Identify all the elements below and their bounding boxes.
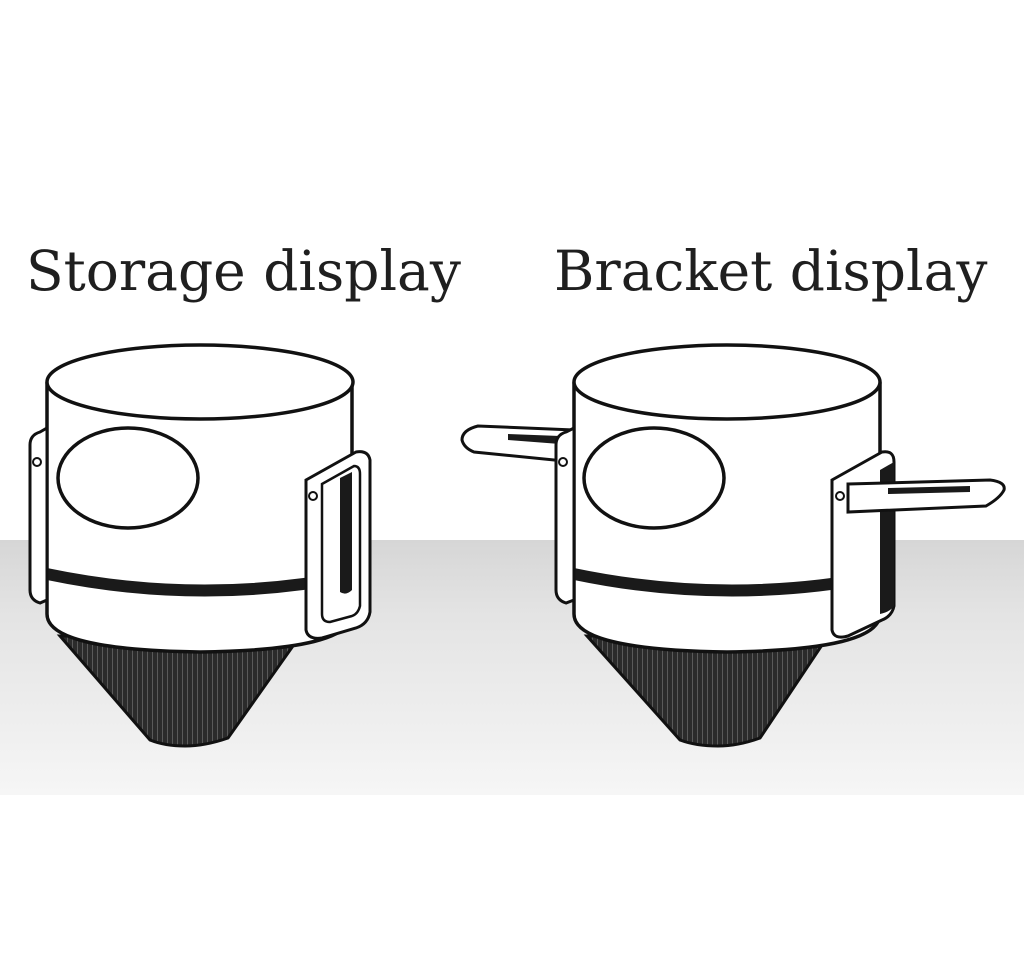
left-clip: [28, 425, 49, 605]
storage-display-label: Storage display: [26, 239, 461, 303]
filter-mesh-cone: [583, 634, 831, 748]
filter-ring-band: [574, 568, 880, 597]
right-arm-slot: [888, 486, 970, 494]
left-extended-arm: [460, 424, 576, 464]
filter-label-oval: [56, 426, 200, 530]
folded-handle-slot: [340, 472, 352, 594]
left-clip: [554, 425, 576, 605]
bracket-display-label: Bracket display: [554, 239, 988, 303]
filter-rim: [572, 343, 882, 421]
coffee-filter-icon: [460, 343, 1006, 748]
right-extended-arm: [846, 478, 1006, 514]
coffee-filter-icon: [28, 343, 372, 748]
filter-label-oval: [582, 426, 726, 530]
filter-mesh-cone: [56, 634, 303, 748]
filter-ring-band: [47, 568, 352, 597]
left-arm-slot: [508, 434, 560, 444]
filter-rim: [45, 343, 355, 421]
